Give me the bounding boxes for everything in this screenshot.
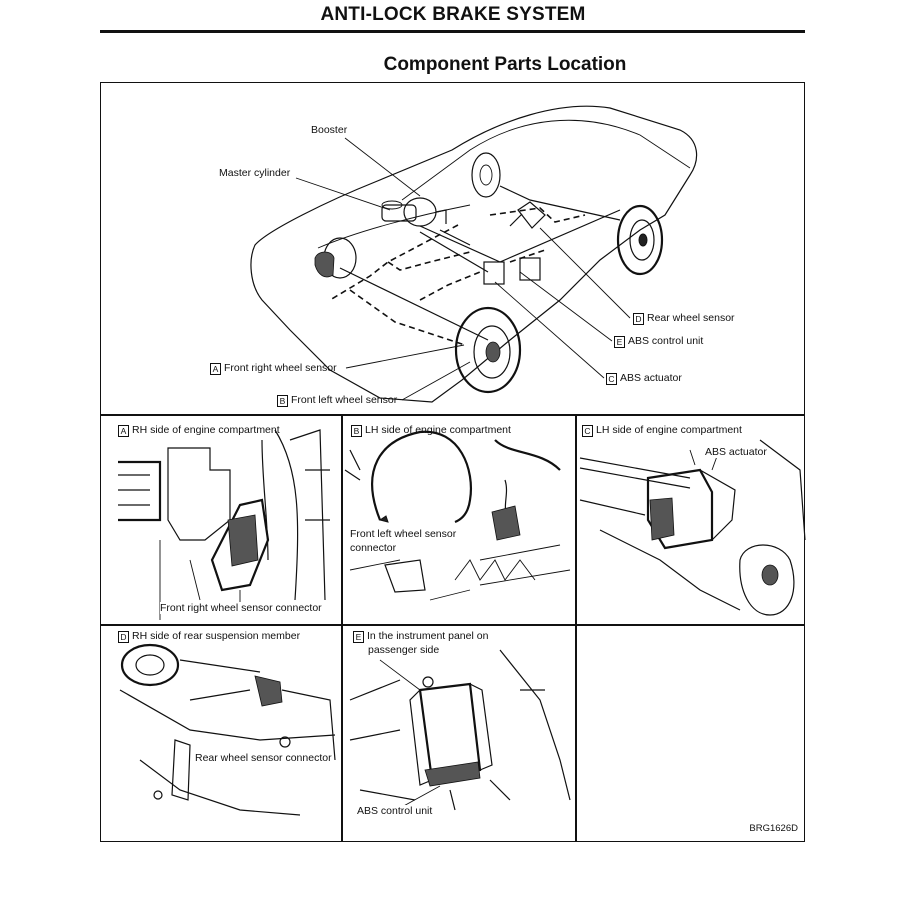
frame-divider-1 xyxy=(100,414,805,416)
master-cylinder-label: Master cylinder xyxy=(219,167,291,179)
callout-key-d: D xyxy=(633,313,644,325)
callout-key-e: E xyxy=(614,336,625,348)
panel-c-caption: ABS actuator xyxy=(705,446,767,458)
panel-b-caption-2: connector xyxy=(350,542,397,554)
panel-b-key: B xyxy=(351,425,362,437)
abs-actuator-label: ABS actuator xyxy=(620,372,682,384)
panel-e-title-2: passenger side xyxy=(368,644,440,656)
panel-a-title-text: RH side of engine compartment xyxy=(132,424,280,436)
page-title: Component Parts Location xyxy=(383,54,627,75)
front-right-sensor-label: Front right wheel sensor xyxy=(224,362,337,374)
panel-e-key: E xyxy=(353,631,364,643)
section-title: ANTI-LOCK BRAKE SYSTEM xyxy=(320,4,586,25)
callout-key-b: B xyxy=(277,395,288,407)
rear-wheel-sensor-label: Rear wheel sensor xyxy=(647,312,735,324)
panel-e-title-text: In the instrument panel on xyxy=(367,630,489,642)
diagram-frame xyxy=(100,82,805,842)
panel-b-title-text: LH side of engine compartment xyxy=(365,424,511,436)
booster-label: Booster xyxy=(311,124,348,136)
frame-divider-2 xyxy=(100,624,805,626)
panel-d-title-text: RH side of rear suspension member xyxy=(132,630,301,642)
abs-control-unit-label: ABS control unit xyxy=(628,335,704,347)
callout-key-a: A xyxy=(210,363,221,375)
panel-a-key: A xyxy=(118,425,129,437)
frame-col-divider-2 xyxy=(575,414,577,842)
panel-e-caption: ABS control unit xyxy=(357,805,433,817)
panel-b-caption-1: Front left wheel sensor xyxy=(350,528,457,540)
front-left-sensor-label: Front left wheel sensor xyxy=(291,394,398,406)
panel-d-caption: Rear wheel sensor connector xyxy=(195,752,332,764)
callout-key-c: C xyxy=(606,373,617,385)
panel-c-key: C xyxy=(582,425,593,437)
figure-code: BRG1626D xyxy=(749,823,798,834)
header-rule xyxy=(100,30,805,33)
panel-d-key: D xyxy=(118,631,129,643)
panel-c-title-text: LH side of engine compartment xyxy=(596,424,742,436)
frame-col-divider-1 xyxy=(341,414,343,842)
panel-a-caption: Front right wheel sensor connector xyxy=(160,602,322,614)
